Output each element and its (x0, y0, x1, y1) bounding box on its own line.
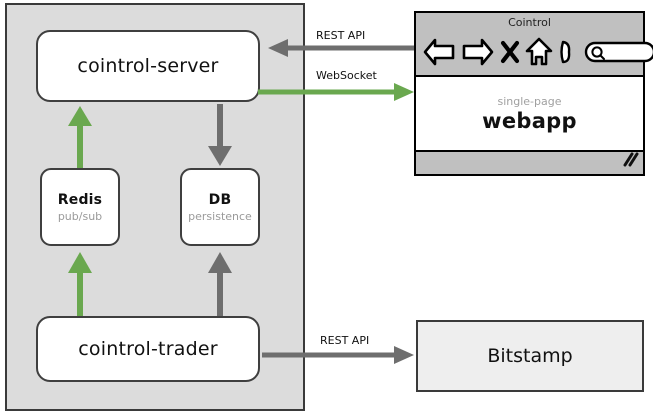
viewport-subtitle: single-page (497, 94, 562, 108)
browser-viewport: single-page webapp (416, 77, 643, 152)
browser-chrome: Cointrol (416, 13, 653, 77)
node-db-sublabel: persistence (188, 209, 252, 223)
label-rest-api-trader: REST API (320, 334, 370, 347)
back-arrow-icon[interactable] (422, 37, 456, 67)
node-db: DB persistence (180, 168, 260, 246)
node-cointrol-server-label: cointrol-server (77, 55, 219, 77)
resize-grip-icon[interactable] (621, 152, 639, 172)
browser-toolbar (422, 33, 653, 71)
node-redis-label: Redis (57, 191, 103, 208)
page-icon[interactable] (558, 38, 574, 66)
node-cointrol-server: cointrol-server (36, 30, 260, 102)
browser-statusbar (416, 152, 643, 174)
arrow-websocket-to-browser (258, 83, 414, 101)
arrow-redis-to-server (68, 106, 92, 168)
browser-window: Cointrol (414, 11, 653, 176)
arrow-server-to-db (208, 104, 232, 166)
node-bitstamp: Bitstamp (416, 320, 644, 392)
forward-arrow-icon[interactable] (461, 37, 495, 67)
arrow-trader-to-redis (68, 252, 92, 316)
label-websocket: WebSocket (316, 69, 377, 82)
close-icon[interactable] (500, 38, 520, 66)
node-bitstamp-label: Bitstamp (487, 345, 573, 367)
node-redis: Redis pub/sub (40, 168, 120, 246)
node-cointrol-trader: cointrol-trader (36, 316, 260, 382)
node-cointrol-trader-label: cointrol-trader (78, 338, 218, 360)
viewport-title: webapp (482, 108, 577, 133)
node-redis-sublabel: pub/sub (57, 209, 103, 223)
arrow-rest-api-to-server (268, 39, 416, 57)
browser-title: Cointrol (508, 16, 551, 29)
label-rest-api-server: REST API (316, 29, 366, 42)
arrow-rest-api-to-bitstamp (262, 346, 414, 364)
arrow-trader-to-db (208, 252, 232, 316)
home-icon[interactable] (525, 37, 553, 67)
node-db-label: DB (208, 191, 232, 208)
search-box[interactable] (584, 38, 653, 66)
